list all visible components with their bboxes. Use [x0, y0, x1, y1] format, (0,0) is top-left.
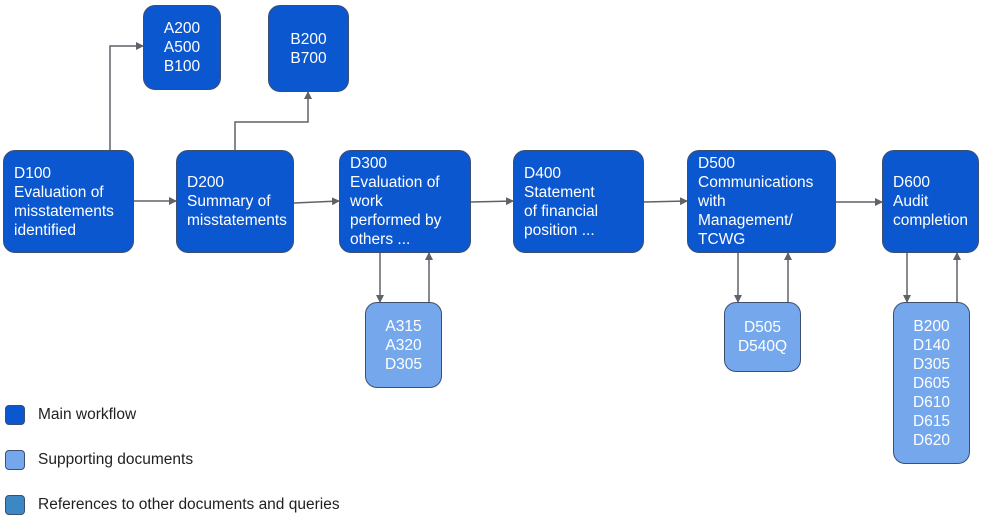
step-d400: D400 Statement of financial position ... — [513, 150, 644, 253]
legend-label: Main workflow — [38, 406, 137, 423]
reference-code: B700 — [290, 49, 327, 67]
supporting-code: D305 — [912, 355, 951, 373]
step-title-line: misstatements — [187, 212, 287, 229]
supporting-box-d600: B200 D140 D305 D605 D610 D615 D620 — [893, 302, 970, 464]
reference-code: A200 — [163, 20, 201, 37]
step-title-line: Summary of — [187, 193, 271, 210]
step-title-line: misstatements — [14, 202, 114, 220]
step-title-line: Management/ — [698, 212, 793, 229]
step-code: D600 — [893, 174, 931, 191]
legend-main-workflow: Main workflow — [5, 403, 136, 427]
step-title-line: with — [698, 193, 726, 210]
step-d100: D100 Evaluation of misstatements identif… — [3, 150, 134, 253]
supporting-code: D140 — [912, 336, 951, 354]
step-title-line: Evaluation of — [14, 183, 104, 201]
step-code: D200 — [187, 174, 225, 191]
step-code: D100 — [14, 164, 52, 182]
step-title-line: of financial — [524, 202, 599, 220]
reference-code: B100 — [163, 58, 201, 75]
legend-swatch — [5, 405, 25, 425]
reference-code: B200 — [290, 30, 327, 48]
reference-code: A500 — [163, 39, 201, 56]
supporting-code: D610 — [912, 393, 951, 411]
step-title-line: Communications — [698, 174, 814, 191]
step-d600: D600 Audit completion — [882, 150, 979, 253]
step-d200: D200 Summary of misstatements — [176, 150, 294, 253]
connector-d400-to-d500 — [643, 197, 688, 206]
supporting-code: B200 — [913, 317, 950, 335]
step-title-line: completion — [893, 212, 968, 229]
connector-d200-to-d300 — [293, 197, 340, 206]
reference-box-d100: A200 A500 B100 — [143, 5, 221, 90]
step-title-line: identified — [14, 221, 77, 239]
step-title-line: performed by — [350, 212, 442, 229]
supporting-box-d500: D505 D540Q — [724, 302, 801, 372]
supporting-code: A315 — [385, 317, 422, 335]
supporting-box-d300: A315 A320 D305 — [365, 302, 442, 388]
connector-d300-to-d400 — [470, 197, 514, 206]
supporting-code: D540Q — [737, 338, 788, 355]
step-title-line: Evaluation of — [350, 174, 440, 191]
reference-box-d200: B200 B700 — [268, 5, 349, 92]
step-title-line: position ... — [524, 221, 595, 239]
supporting-code: D605 — [912, 374, 951, 392]
step-title-line: Statement — [524, 183, 595, 201]
legend-supporting-documents: Supporting documents — [5, 448, 193, 472]
step-code: D500 — [698, 155, 736, 172]
legend-label: References to other documents and querie… — [38, 496, 340, 513]
connector-d100-to-references — [109, 42, 144, 150]
legend-references: References to other documents and querie… — [5, 493, 340, 517]
supporting-code: D615 — [912, 412, 951, 430]
supporting-code: D505 — [743, 319, 782, 336]
supporting-code: D305 — [384, 355, 423, 373]
supporting-code: D620 — [912, 431, 951, 449]
legend-swatch — [5, 450, 25, 470]
step-title-line: TCWG — [698, 231, 746, 248]
step-title-line: others ... — [350, 231, 411, 248]
connector-d200-to-references — [234, 91, 312, 150]
step-title-line: work — [350, 193, 383, 210]
supporting-code: A320 — [385, 336, 422, 354]
legend-label: Supporting documents — [38, 451, 194, 468]
step-code: D300 — [350, 155, 388, 172]
step-d500: D500 Communications with Management/ TCW… — [687, 150, 836, 253]
step-code: D400 — [524, 164, 562, 182]
step-title-line: Audit — [893, 193, 929, 210]
step-d300: D300 Evaluation of work performed by oth… — [339, 150, 471, 253]
legend-swatch — [5, 495, 25, 515]
